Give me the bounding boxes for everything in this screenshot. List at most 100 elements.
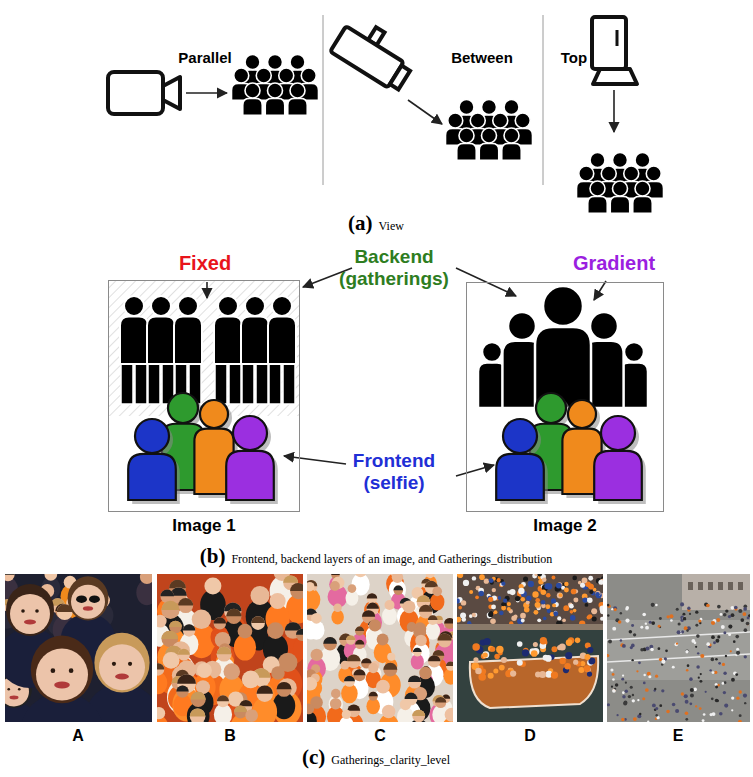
crowd-dot (728, 633, 731, 636)
crowd-dot (711, 658, 715, 662)
boat-person (483, 651, 490, 658)
view-arrow (613, 90, 615, 132)
crowd-person-body (610, 196, 630, 213)
photo-hair (214, 617, 226, 623)
caption-letter: (b) (200, 546, 226, 567)
crowd-icon (577, 153, 664, 214)
boat-person (475, 668, 481, 674)
crowd-dot (678, 622, 681, 625)
crowd-dot (646, 647, 650, 651)
photo-head (296, 629, 303, 641)
photo-hair (178, 598, 193, 606)
photo-hair (433, 650, 445, 656)
crowd-person-head (290, 55, 305, 70)
crowd-dot (696, 634, 700, 638)
boat-person (496, 646, 503, 653)
gradient-person-head (543, 286, 583, 326)
crowd-dot (743, 607, 747, 611)
photo-background (157, 574, 303, 722)
photo-body (273, 692, 301, 722)
security-camera-icon (330, 13, 420, 92)
crowd-dot (552, 603, 556, 607)
photo-hair (428, 655, 440, 661)
photo-head (408, 675, 421, 688)
photo-letter: B (224, 727, 236, 745)
crowd-dot (633, 633, 636, 636)
crowd-dot (582, 577, 588, 583)
crowd-dot (622, 691, 625, 694)
photo-head (177, 674, 196, 693)
boat-person (484, 638, 491, 645)
caption-text: Gatherings_clarity_level (331, 754, 450, 766)
crowd-dot (563, 605, 569, 611)
crowd-dot (613, 606, 617, 610)
photo-hair (178, 649, 190, 655)
photo-hair (285, 622, 302, 630)
crowd-dot (728, 625, 732, 629)
boat-person (539, 671, 546, 678)
crowd-dot (672, 703, 676, 707)
crowd-dot (526, 596, 531, 601)
boat-person (493, 668, 498, 673)
crowd-dot (699, 680, 702, 683)
photo-head (323, 637, 337, 651)
crowd-dot (670, 619, 673, 622)
crowd-dot (734, 606, 738, 610)
photo-face (99, 644, 145, 690)
crowd-dot (683, 617, 687, 621)
crowd-dot (457, 617, 461, 623)
photo-head (432, 587, 442, 597)
crowd-dot (472, 613, 476, 617)
standing-person-head (151, 296, 171, 316)
standing-person-body (147, 317, 175, 365)
crowd-dot (528, 581, 534, 587)
crowd-dot (621, 678, 624, 681)
photo-head (438, 634, 452, 648)
photo-hair (369, 692, 378, 697)
photo-hair (239, 700, 252, 706)
crowd-dot (461, 600, 466, 605)
photo-hair (162, 631, 179, 639)
crowd-dot (655, 604, 658, 607)
eye (7, 688, 10, 691)
crowd-person-head (613, 181, 628, 196)
crowd-person-head (504, 100, 519, 115)
crowd-dot (630, 686, 633, 689)
photo-hair (283, 575, 298, 582)
crowd-dot (520, 597, 525, 602)
leader-arrow (456, 465, 494, 476)
crowd-dot (541, 589, 547, 595)
crowd-dot (537, 574, 542, 577)
crowd-dot (675, 709, 679, 713)
photo-hair (251, 616, 265, 623)
crowd-dot (667, 615, 670, 618)
photo-letter: D (524, 727, 536, 745)
hatched-backend-area (109, 281, 299, 416)
photo-head (346, 635, 355, 644)
crowd-dot (645, 622, 647, 624)
crowd-dot (685, 700, 689, 704)
crowd-dot (598, 580, 603, 585)
crowd-dot (625, 619, 629, 623)
layer-label: Frontend (selfie) (332, 450, 457, 494)
crowd-person-body (502, 143, 522, 160)
crowd-dot (722, 682, 725, 685)
boat-person (522, 649, 529, 656)
crowd-dot (463, 580, 469, 586)
crowd-dot (698, 677, 700, 679)
gradient-person-head (624, 342, 644, 362)
crowd-dot (705, 691, 707, 693)
photo-hair (438, 634, 452, 641)
crowd-dot (488, 597, 493, 602)
crowd-dot (462, 617, 467, 622)
crowd-dot (607, 604, 611, 608)
photo-head (270, 593, 286, 609)
photo-head (330, 698, 342, 710)
crowd-dot (717, 635, 720, 638)
photo-head (140, 574, 152, 584)
crowd-dot (489, 578, 494, 583)
crowd-dot (615, 683, 618, 686)
photo-hair (347, 704, 360, 710)
crowd-person-head (290, 83, 305, 98)
